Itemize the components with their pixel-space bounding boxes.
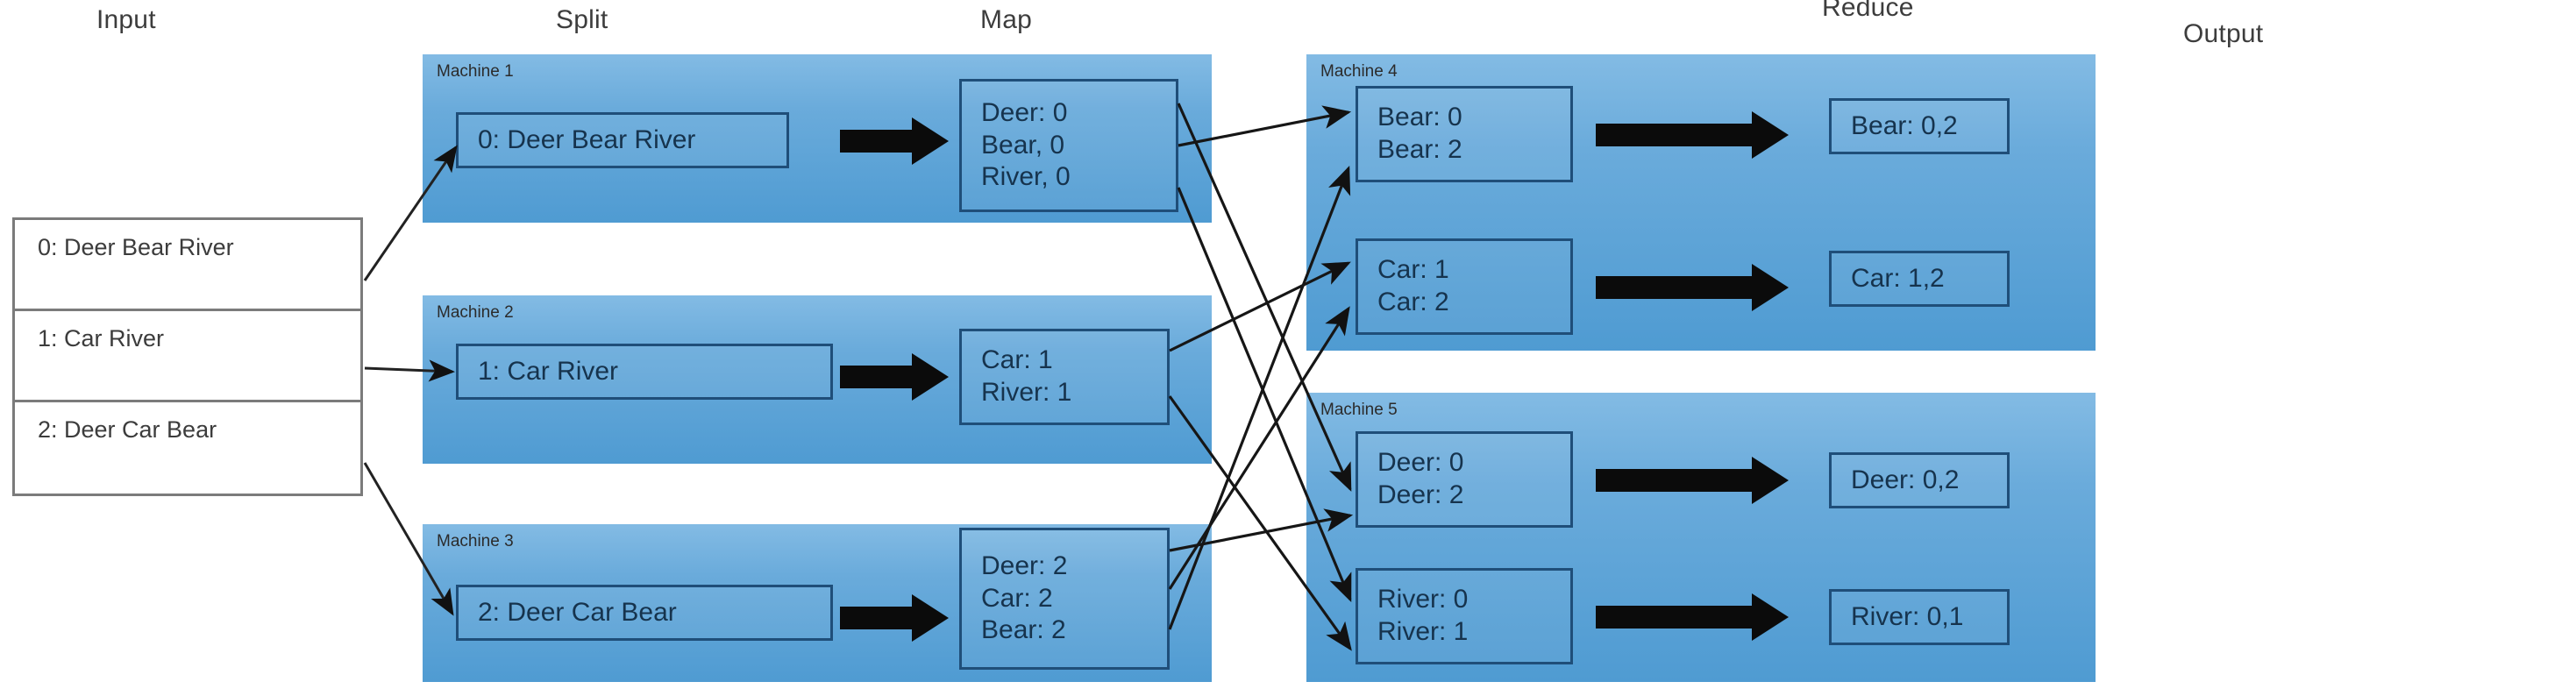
reduce-group-bear: Bear: 0 Bear: 2 xyxy=(1356,86,1573,182)
reduce-group-line: Bear: 2 xyxy=(1377,135,1462,164)
reduce-group-line: Deer: 2 xyxy=(1377,480,1464,509)
input-table-row: 2: Deer Car Bear xyxy=(15,402,360,494)
split-box-line: 2: Deer Car Bear xyxy=(478,597,677,627)
reduce-group-line: Deer: 0 xyxy=(1377,448,1464,478)
reduce-group-line: Car: 1 xyxy=(1377,255,1449,285)
split-box-machine-2: 1: Car River xyxy=(456,344,833,400)
map-box-machine-3: Deer: 2 Car: 2 Bear: 2 xyxy=(959,528,1170,670)
output-box-label: Bear: 0,2 xyxy=(1851,110,1958,140)
split-box-line: 0: Deer Bear River xyxy=(478,124,696,154)
split-box-machine-1: 0: Deer Bear River xyxy=(456,112,789,168)
map-box-machine-2: Car: 1 River: 1 xyxy=(959,329,1170,425)
column-header-input: Input xyxy=(96,5,156,34)
output-box-label: Car: 1,2 xyxy=(1851,263,1945,293)
input-row-label: 0: Deer Bear River xyxy=(38,234,234,260)
input-table: 0: Deer Bear River 1: Car River 2: Deer … xyxy=(12,217,363,496)
machine-5-label: Machine 5 xyxy=(1320,401,1398,419)
split-box-machine-3: 2: Deer Car Bear xyxy=(456,585,833,641)
column-header-output: Output xyxy=(2183,19,2264,48)
map-box-line: River: 1 xyxy=(981,378,1072,407)
column-header-reduce: Reduce xyxy=(1822,0,1914,22)
machine-3-label: Machine 3 xyxy=(437,532,514,550)
output-box-label: Deer: 0,2 xyxy=(1851,465,1960,494)
map-box-line: River, 0 xyxy=(981,162,1071,192)
map-box-line: Bear, 0 xyxy=(981,130,1065,160)
map-box-line: Car: 2 xyxy=(981,583,1053,613)
map-box-line: Car: 1 xyxy=(981,345,1053,375)
output-box-car: Car: 1,2 xyxy=(1829,251,2010,307)
output-box-river: River: 0,1 xyxy=(1829,589,2010,645)
map-box-line: Deer: 0 xyxy=(981,97,1068,127)
reduce-group-line: Car: 2 xyxy=(1377,288,1449,316)
machine-panel-3: Machine 3 xyxy=(423,524,1212,682)
reduce-group-line: Bear: 0 xyxy=(1377,103,1462,132)
map-box-line: Bear: 2 xyxy=(981,615,1066,645)
column-header-map: Map xyxy=(980,5,1032,34)
split-box-line: 1: Car River xyxy=(478,356,619,386)
output-box-bear: Bear: 0,2 xyxy=(1829,98,2010,154)
input-table-row: 0: Deer Bear River xyxy=(15,220,360,311)
map-box-line: Deer: 2 xyxy=(981,550,1068,580)
reduce-group-car: Car: 1 Car: 2 xyxy=(1356,238,1573,335)
machine-2-label: Machine 2 xyxy=(437,303,514,322)
map-box-machine-1: Deer: 0 Bear, 0 River, 0 xyxy=(959,79,1178,212)
reduce-group-line: River: 0 xyxy=(1377,585,1469,614)
input-row-label: 2: Deer Car Bear xyxy=(38,415,217,443)
input-row-label: 1: Car River xyxy=(38,324,165,352)
machine-4-label: Machine 4 xyxy=(1320,62,1398,81)
reduce-group-river: River: 0 River: 1 xyxy=(1356,568,1573,664)
column-header-split: Split xyxy=(556,5,608,34)
reduce-group-deer: Deer: 0 Deer: 2 xyxy=(1356,431,1573,528)
machine-panel-1: Machine 1 xyxy=(423,54,1212,223)
output-box-deer: Deer: 0,2 xyxy=(1829,452,2010,508)
input-table-row: 1: Car River xyxy=(15,311,360,402)
reduce-group-line: River: 1 xyxy=(1377,617,1469,646)
machine-1-label: Machine 1 xyxy=(437,62,514,81)
machine-panel-2: Machine 2 xyxy=(423,295,1212,464)
output-box-label: River: 0,1 xyxy=(1851,601,1964,631)
